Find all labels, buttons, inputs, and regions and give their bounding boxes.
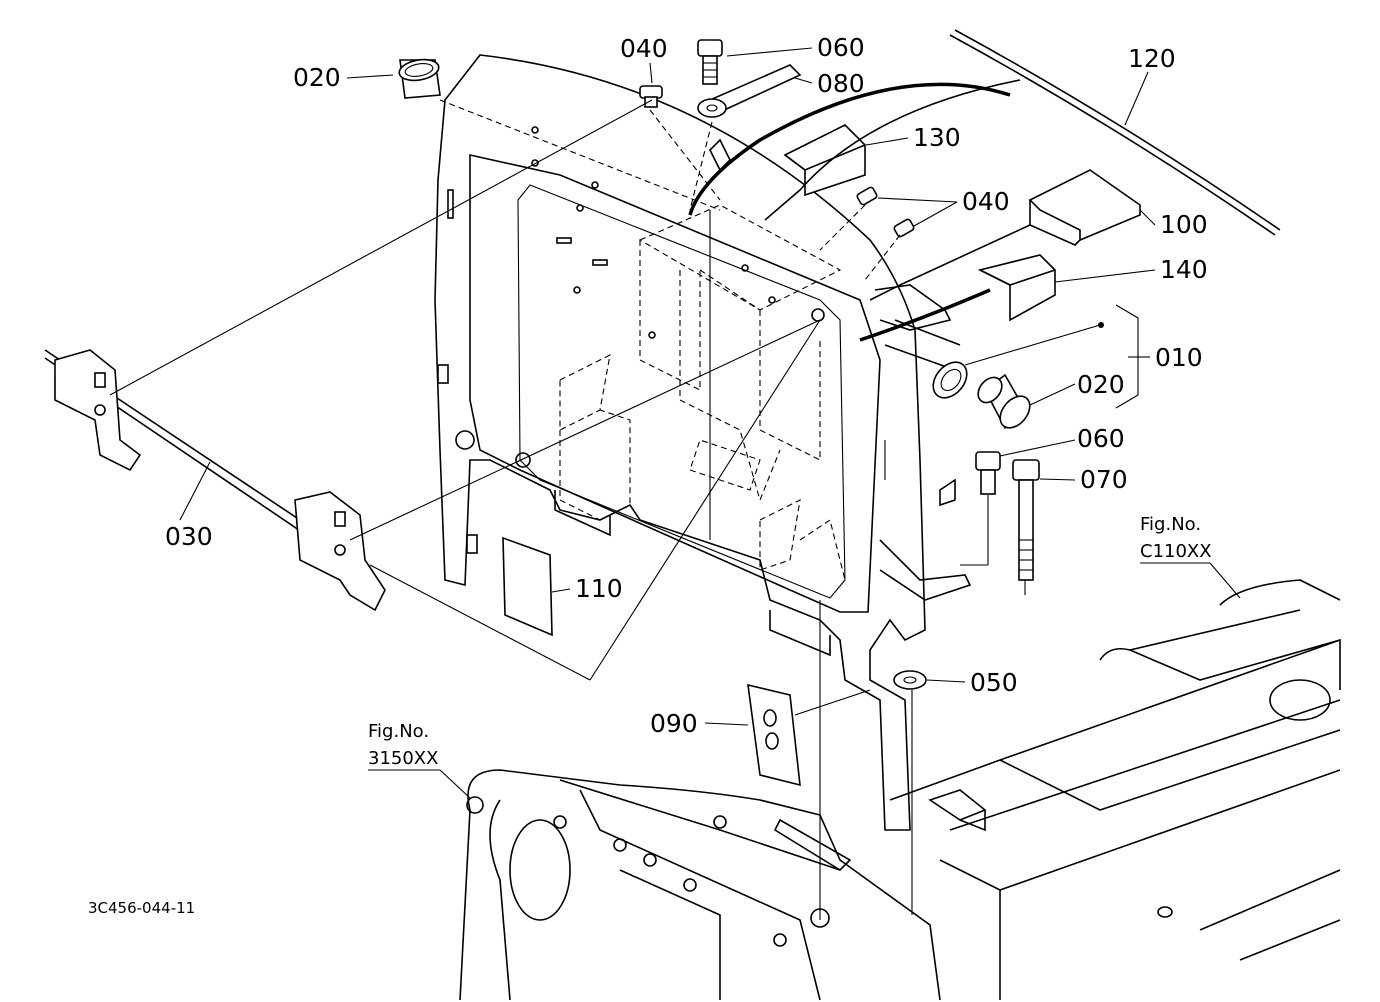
cover-130 [783, 124, 866, 197]
part-label-050: 050 [970, 668, 1018, 697]
leader-lines [109, 47, 1241, 920]
part-label-020-right: 020 [1077, 370, 1125, 399]
fig-ref-right-number: C110XX [1140, 541, 1212, 562]
part-label-060: 060 [817, 33, 865, 62]
part-label-030: 030 [165, 522, 213, 551]
strip-120 [949, 29, 1281, 236]
bolt-060-right [975, 451, 1001, 495]
part-label-060-right: 060 [1077, 424, 1125, 453]
washer-050 [893, 670, 927, 690]
part-label-040-right: 040 [962, 187, 1010, 216]
frame-right [889, 579, 1341, 1000]
bolt-070 [1012, 459, 1040, 581]
transmission-housing-left [459, 769, 941, 1001]
cover-140 [977, 254, 1056, 322]
part-label-130: 130 [913, 123, 961, 152]
part-label-020: 020 [293, 63, 341, 92]
plate-090 [747, 683, 801, 787]
drawing-number: 3C456-044-11 [88, 899, 195, 917]
part-label-090: 090 [650, 709, 698, 738]
part-label-110: 110 [575, 574, 623, 603]
collar-020-right [977, 373, 1031, 430]
bolts-040-right [856, 186, 915, 238]
fig-ref-left-number: 3150XX [368, 748, 438, 769]
collar-020-top [398, 58, 441, 99]
part-label-010: 010 [1155, 343, 1203, 372]
part-label-100: 100 [1160, 210, 1208, 239]
cables [688, 79, 1031, 342]
bolt-040-top [639, 85, 663, 108]
cover-100 [1028, 169, 1141, 246]
rod-030 [44, 349, 386, 612]
panel-bracket [434, 54, 972, 831]
part-label-080: 080 [817, 69, 865, 98]
fig-ref-left-caption: Fig.No. [368, 721, 429, 742]
label-110 [502, 536, 553, 637]
part-label-070: 070 [1080, 465, 1128, 494]
strap-080 [697, 64, 802, 172]
fig-ref-right-caption: Fig.No. [1140, 514, 1201, 535]
bolt-060-top [697, 39, 723, 85]
part-label-140: 140 [1160, 255, 1208, 284]
part-label-120: 120 [1128, 44, 1176, 73]
part-label-040: 040 [620, 34, 668, 63]
